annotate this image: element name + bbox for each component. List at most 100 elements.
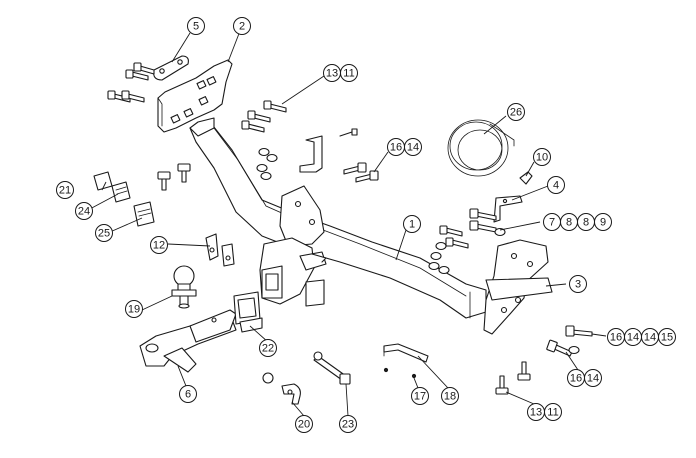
callout-circle [544, 403, 562, 421]
callout-circle [233, 17, 251, 35]
callout-c10: 10 [533, 148, 551, 166]
upper-left-bolts [107, 62, 155, 103]
callout-number: 14 [407, 142, 419, 154]
callout-c18: 18 [441, 387, 459, 405]
callout-circle [403, 215, 421, 233]
callout-c23: 23 [339, 415, 357, 433]
callout-circle [295, 415, 313, 433]
callout-c24: 24 [75, 202, 93, 220]
callout-number: 13 [326, 68, 338, 80]
callout-c13a: 13 11 [323, 64, 358, 82]
callout-c21: 21 [56, 181, 74, 199]
callout-circle [259, 339, 277, 357]
callout-c1: 1 [403, 215, 421, 233]
callout-circle [339, 415, 357, 433]
callout-c22: 22 [259, 339, 277, 357]
callout-circle [179, 385, 197, 403]
callout-number: 25 [98, 228, 110, 240]
callout-number: 19 [128, 304, 140, 316]
callout-number: 18 [444, 391, 456, 403]
callout-circle [95, 224, 113, 242]
callout-number: 11 [547, 407, 558, 419]
callout-circle [569, 275, 587, 293]
callout-number: 23 [342, 419, 354, 431]
callout-number: 26 [510, 107, 522, 119]
hitch-pin [313, 351, 351, 385]
callout-number: 20 [298, 419, 310, 431]
callout-number: 15 [661, 332, 673, 344]
ball-mount [139, 309, 237, 373]
callout-circle [411, 387, 429, 405]
callout-number: 3 [575, 279, 581, 291]
callout-number: 22 [262, 343, 274, 355]
callout-c3: 3 [569, 275, 587, 293]
callout-number: 14 [644, 332, 656, 344]
callout-number: 4 [553, 180, 559, 192]
callout-number: 16 [570, 373, 582, 385]
pin-retainer [383, 343, 429, 363]
left-bracket-plate [157, 59, 233, 133]
callout-circle [340, 64, 358, 82]
callout-circle [150, 236, 168, 254]
callout-number: 11 [343, 68, 354, 80]
parts-drawing [93, 55, 593, 405]
warning-labels [93, 171, 155, 227]
callout-c2: 2 [233, 17, 251, 35]
callout-circle [187, 17, 205, 35]
wiring-clip [519, 171, 533, 185]
callout-c20: 20 [295, 415, 313, 433]
callout-number: 5 [193, 21, 199, 33]
callout-number: 16 [390, 142, 402, 154]
tow-ball [171, 265, 197, 309]
callout-circle [56, 181, 74, 199]
main-crossbar [189, 117, 487, 319]
callout-c5: 5 [187, 17, 205, 35]
callout-c19: 19 [125, 300, 143, 318]
callout-number: 21 [59, 185, 71, 197]
callout-number: 8 [566, 217, 572, 229]
callout-c6: 6 [179, 385, 197, 403]
spacer-plate [153, 55, 189, 81]
callout-circle [594, 213, 612, 231]
callout-number: 12 [153, 240, 165, 252]
callout-number: 1 [409, 219, 415, 231]
callout-circle [404, 138, 422, 156]
callout-circle [441, 387, 459, 405]
callout-circle [658, 328, 676, 346]
callout-circle [75, 202, 93, 220]
callout-number: 7 [549, 217, 555, 229]
receiver-cover [233, 291, 263, 333]
callout-c26: 26 [507, 103, 525, 121]
callout-circle [533, 148, 551, 166]
callout-number: 14 [587, 373, 599, 385]
receiver-housing [259, 237, 327, 307]
lower-centre-bolts [495, 361, 531, 395]
callout-c25: 25 [95, 224, 113, 242]
coiled-cable [447, 119, 515, 177]
callout-number: 2 [239, 21, 245, 33]
callout-number: 6 [185, 389, 191, 401]
centre-right-bolts [428, 208, 506, 275]
callout-c17: 17 [411, 387, 429, 405]
callout-number: 17 [414, 391, 426, 403]
small-nuts [383, 367, 417, 379]
callout-circle [125, 300, 143, 318]
left-mounting-bolts [157, 163, 191, 191]
right-bracket-plate [483, 239, 553, 335]
callout-number: 16 [610, 332, 622, 344]
callout-number: 9 [600, 217, 606, 229]
leader-lines [87, 30, 607, 417]
hitch-pin-clip [262, 372, 301, 405]
upper-centre-bolts [241, 100, 358, 181]
upper-right-bolts [343, 162, 379, 183]
harness-bracket [205, 233, 235, 267]
lower-right-bolts [546, 325, 593, 357]
callout-circle [584, 369, 602, 387]
callout-number: 10 [536, 152, 548, 164]
small-angle-bracket [493, 195, 523, 223]
